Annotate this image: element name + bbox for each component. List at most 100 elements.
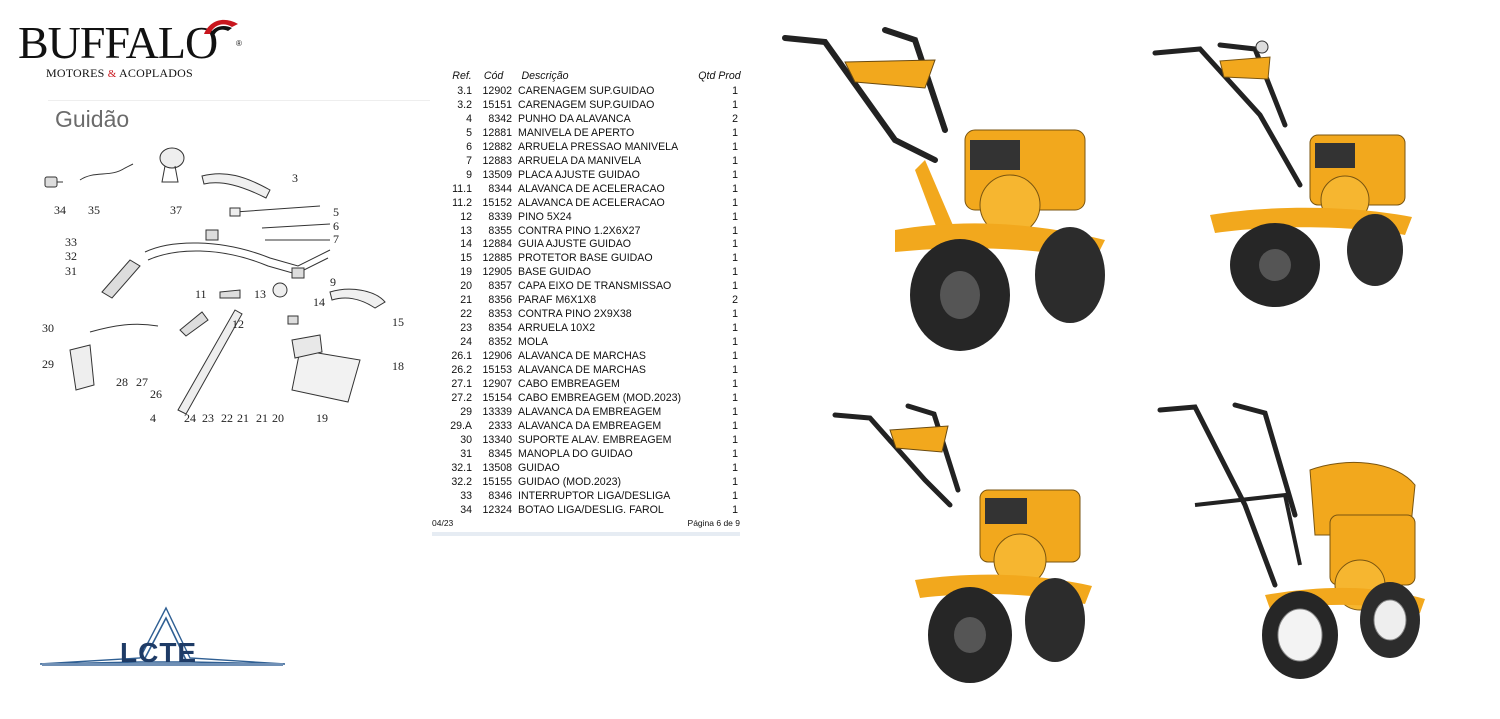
cell-desc: CABO EMBREAGEM (MOD.2023) [518, 391, 682, 404]
callout: 31 [65, 264, 77, 278]
cell-desc: PARAF M6X1X8 [518, 294, 597, 307]
cell-ref: 27.2 [451, 391, 472, 404]
cell-desc: PUNHO DA ALAVANCA [518, 112, 631, 125]
footer-date: 04/23 [432, 518, 454, 528]
cell-ref: 33 [460, 489, 472, 502]
cell-cod: 12884 [482, 238, 512, 251]
cell-qtd: 1 [732, 154, 738, 167]
lcte-label: LCTE [120, 637, 197, 668]
callout: 9 [330, 275, 336, 289]
tiller-photo-3 [830, 400, 1100, 695]
callout: 6 [333, 219, 339, 233]
cell-cod: 8356 [488, 294, 512, 307]
callout: 11 [195, 287, 207, 301]
cell-qtd: 1 [732, 140, 738, 153]
callout: 24 [184, 411, 196, 425]
table-header: Ref. Cód Descrição Qtd Prod [432, 70, 742, 85]
cell-qtd: 1 [732, 364, 738, 377]
cell-cod: 12902 [482, 85, 512, 97]
cell-desc: CARENAGEM SUP.GUIDAO [518, 85, 655, 97]
callout: 14 [313, 295, 325, 309]
cell-desc: MANIVELA DE APERTO [518, 126, 635, 139]
cell-desc: ARRUELA PRESSAO MANIVELA [518, 140, 679, 153]
cell-ref: 29.A [450, 419, 472, 432]
callout: 20 [272, 411, 284, 425]
title-divider [48, 100, 430, 101]
callout: 13 [254, 287, 266, 301]
cell-cod: 12906 [482, 350, 512, 363]
callout: 32 [65, 249, 77, 263]
cell-desc: MANOPLA DO GUIDAO [518, 447, 633, 460]
cell-desc: ARRUELA 10X2 [518, 322, 596, 335]
cell-desc: ARRUELA DA MANIVELA [518, 154, 642, 167]
cell-desc: INTERRUPTOR LIGA/DESLIGA [518, 489, 671, 502]
header-qtd: Qtd Prod [698, 70, 741, 82]
cell-cod: 8344 [488, 182, 512, 195]
cell-desc: CONTRA PINO 2X9X38 [518, 308, 632, 321]
callout: 21 [237, 411, 249, 425]
cell-ref: 27.1 [451, 378, 472, 391]
tagline-amp: & [107, 68, 117, 80]
cell-qtd: 1 [732, 210, 738, 223]
cell-ref: 26.2 [451, 364, 472, 377]
cell-ref: 32.1 [451, 461, 472, 474]
cell-qtd: 2 [732, 294, 738, 307]
tiller-image [1157, 402, 1425, 679]
cell-cod: 15153 [482, 364, 512, 377]
handlebar-exploded-diagram: 34 35 37 3 5 6 7 33 32 31 11 13 9 14 15 … [42, 147, 404, 425]
cell-ref: 30 [460, 433, 472, 446]
cell-ref: 4 [466, 112, 472, 125]
cell-ref: 12 [460, 210, 472, 223]
cell-desc: GUIDAO [518, 461, 560, 474]
callout: 4 [150, 411, 156, 425]
callout: 5 [333, 205, 339, 219]
cell-ref: 5 [466, 126, 472, 139]
tagline-right: ACOPLADOS [119, 66, 193, 80]
cell-cod: 12882 [482, 140, 512, 153]
cell-cod: 8352 [488, 336, 512, 349]
cell-cod: 12883 [482, 154, 512, 167]
cell-qtd: 2 [732, 112, 738, 125]
cell-qtd: 1 [732, 308, 738, 321]
cell-ref: 14 [460, 238, 472, 251]
cell-ref: 21 [460, 294, 472, 307]
cell-qtd: 1 [732, 280, 738, 293]
registered-mark: ® [236, 39, 242, 48]
cell-qtd: 1 [732, 252, 738, 265]
tiller-image [782, 27, 1105, 351]
cell-ref: 6 [466, 140, 472, 153]
callout: 34 [54, 203, 66, 217]
cell-qtd: 1 [732, 336, 738, 349]
buffalo-logo: BUFFALO ® MOTORES & ACOPLADOS [18, 14, 243, 84]
cell-qtd: 1 [732, 433, 738, 446]
cell-ref: 34 [460, 503, 472, 516]
cell-qtd: 1 [732, 322, 738, 335]
cell-ref: 9 [466, 168, 472, 181]
logo-tagline: MOTORES & ACOPLADOS [46, 66, 193, 81]
cell-ref: 7 [466, 154, 472, 167]
cell-ref: 29 [460, 405, 472, 418]
lcte-logo: LCTE [40, 606, 285, 668]
tiller-photo-1 [775, 20, 1115, 355]
cell-cod: 12907 [482, 378, 512, 391]
cell-cod: 8357 [488, 280, 512, 293]
cell-ref: 3.2 [457, 98, 472, 111]
cell-ref: 31 [460, 447, 472, 460]
cell-desc: ALAVANCA DA EMBREAGEM [518, 419, 662, 432]
